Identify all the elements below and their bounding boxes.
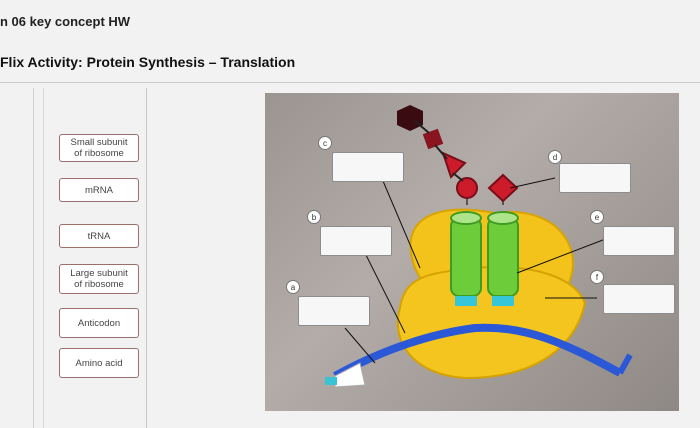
badge-d: d bbox=[548, 150, 562, 164]
panel-border bbox=[33, 88, 34, 428]
drop-target-e[interactable] bbox=[603, 226, 675, 256]
drop-target-a[interactable] bbox=[298, 296, 370, 326]
chain-link bbox=[414, 120, 430, 134]
anticodon-right bbox=[492, 296, 514, 306]
label-text: tRNA bbox=[87, 230, 111, 242]
label-anticodon[interactable]: Anticodon bbox=[59, 308, 139, 338]
drop-target-c[interactable] bbox=[332, 152, 404, 182]
leader-line-c bbox=[382, 180, 421, 269]
divider bbox=[0, 82, 700, 83]
amino-acid-square bbox=[422, 128, 444, 150]
activity-title: Flix Activity: Protein Synthesis – Trans… bbox=[0, 54, 296, 70]
badge-a: a bbox=[286, 280, 300, 294]
small-subunit-shape bbox=[396, 266, 587, 380]
label-amino-acid[interactable]: Amino acid bbox=[59, 348, 139, 378]
leader-line-e bbox=[516, 237, 609, 274]
amino-acid-triangle bbox=[441, 151, 467, 179]
badge-f: f bbox=[590, 270, 604, 284]
label-trna[interactable]: tRNA bbox=[59, 224, 139, 248]
label-text: Small subunit of ribosome bbox=[70, 137, 128, 159]
trna-left bbox=[450, 217, 482, 297]
mrna-end bbox=[325, 377, 337, 385]
drop-target-d[interactable] bbox=[559, 163, 631, 193]
mrna-tail bbox=[617, 353, 633, 375]
anticodon-left bbox=[455, 296, 477, 306]
leader-line-b bbox=[364, 252, 406, 334]
trna-right-top bbox=[487, 211, 519, 225]
badge-b: b bbox=[307, 210, 321, 224]
badge-c: c bbox=[318, 136, 332, 150]
amino-acid-circle bbox=[456, 177, 478, 199]
amino-acid-hexagon bbox=[397, 105, 423, 131]
trna-left-top bbox=[450, 211, 482, 225]
badge-e: e bbox=[590, 210, 604, 224]
chain-link bbox=[452, 172, 464, 182]
drop-target-f[interactable] bbox=[603, 284, 675, 314]
word-bank-panel bbox=[0, 88, 147, 428]
label-text: Amino acid bbox=[75, 357, 123, 369]
label-text: Large subunit of ribosome bbox=[70, 268, 128, 290]
course-title: n 06 key concept HW bbox=[0, 14, 131, 29]
leader-line-d bbox=[509, 177, 556, 189]
label-text: Anticodon bbox=[77, 317, 121, 329]
trna-right bbox=[487, 217, 519, 297]
amino-acid-diamond bbox=[487, 173, 519, 203]
panel-border bbox=[43, 88, 44, 428]
chain-link bbox=[434, 144, 448, 160]
drop-target-b[interactable] bbox=[320, 226, 392, 256]
label-text: mRNA bbox=[85, 184, 113, 196]
label-small-subunit[interactable]: Small subunit of ribosome bbox=[59, 134, 139, 162]
mrna-strand bbox=[333, 323, 622, 380]
leader-line-a bbox=[344, 327, 376, 364]
label-mrna[interactable]: mRNA bbox=[59, 178, 139, 202]
label-large-subunit[interactable]: Large subunit of ribosome bbox=[59, 264, 139, 294]
